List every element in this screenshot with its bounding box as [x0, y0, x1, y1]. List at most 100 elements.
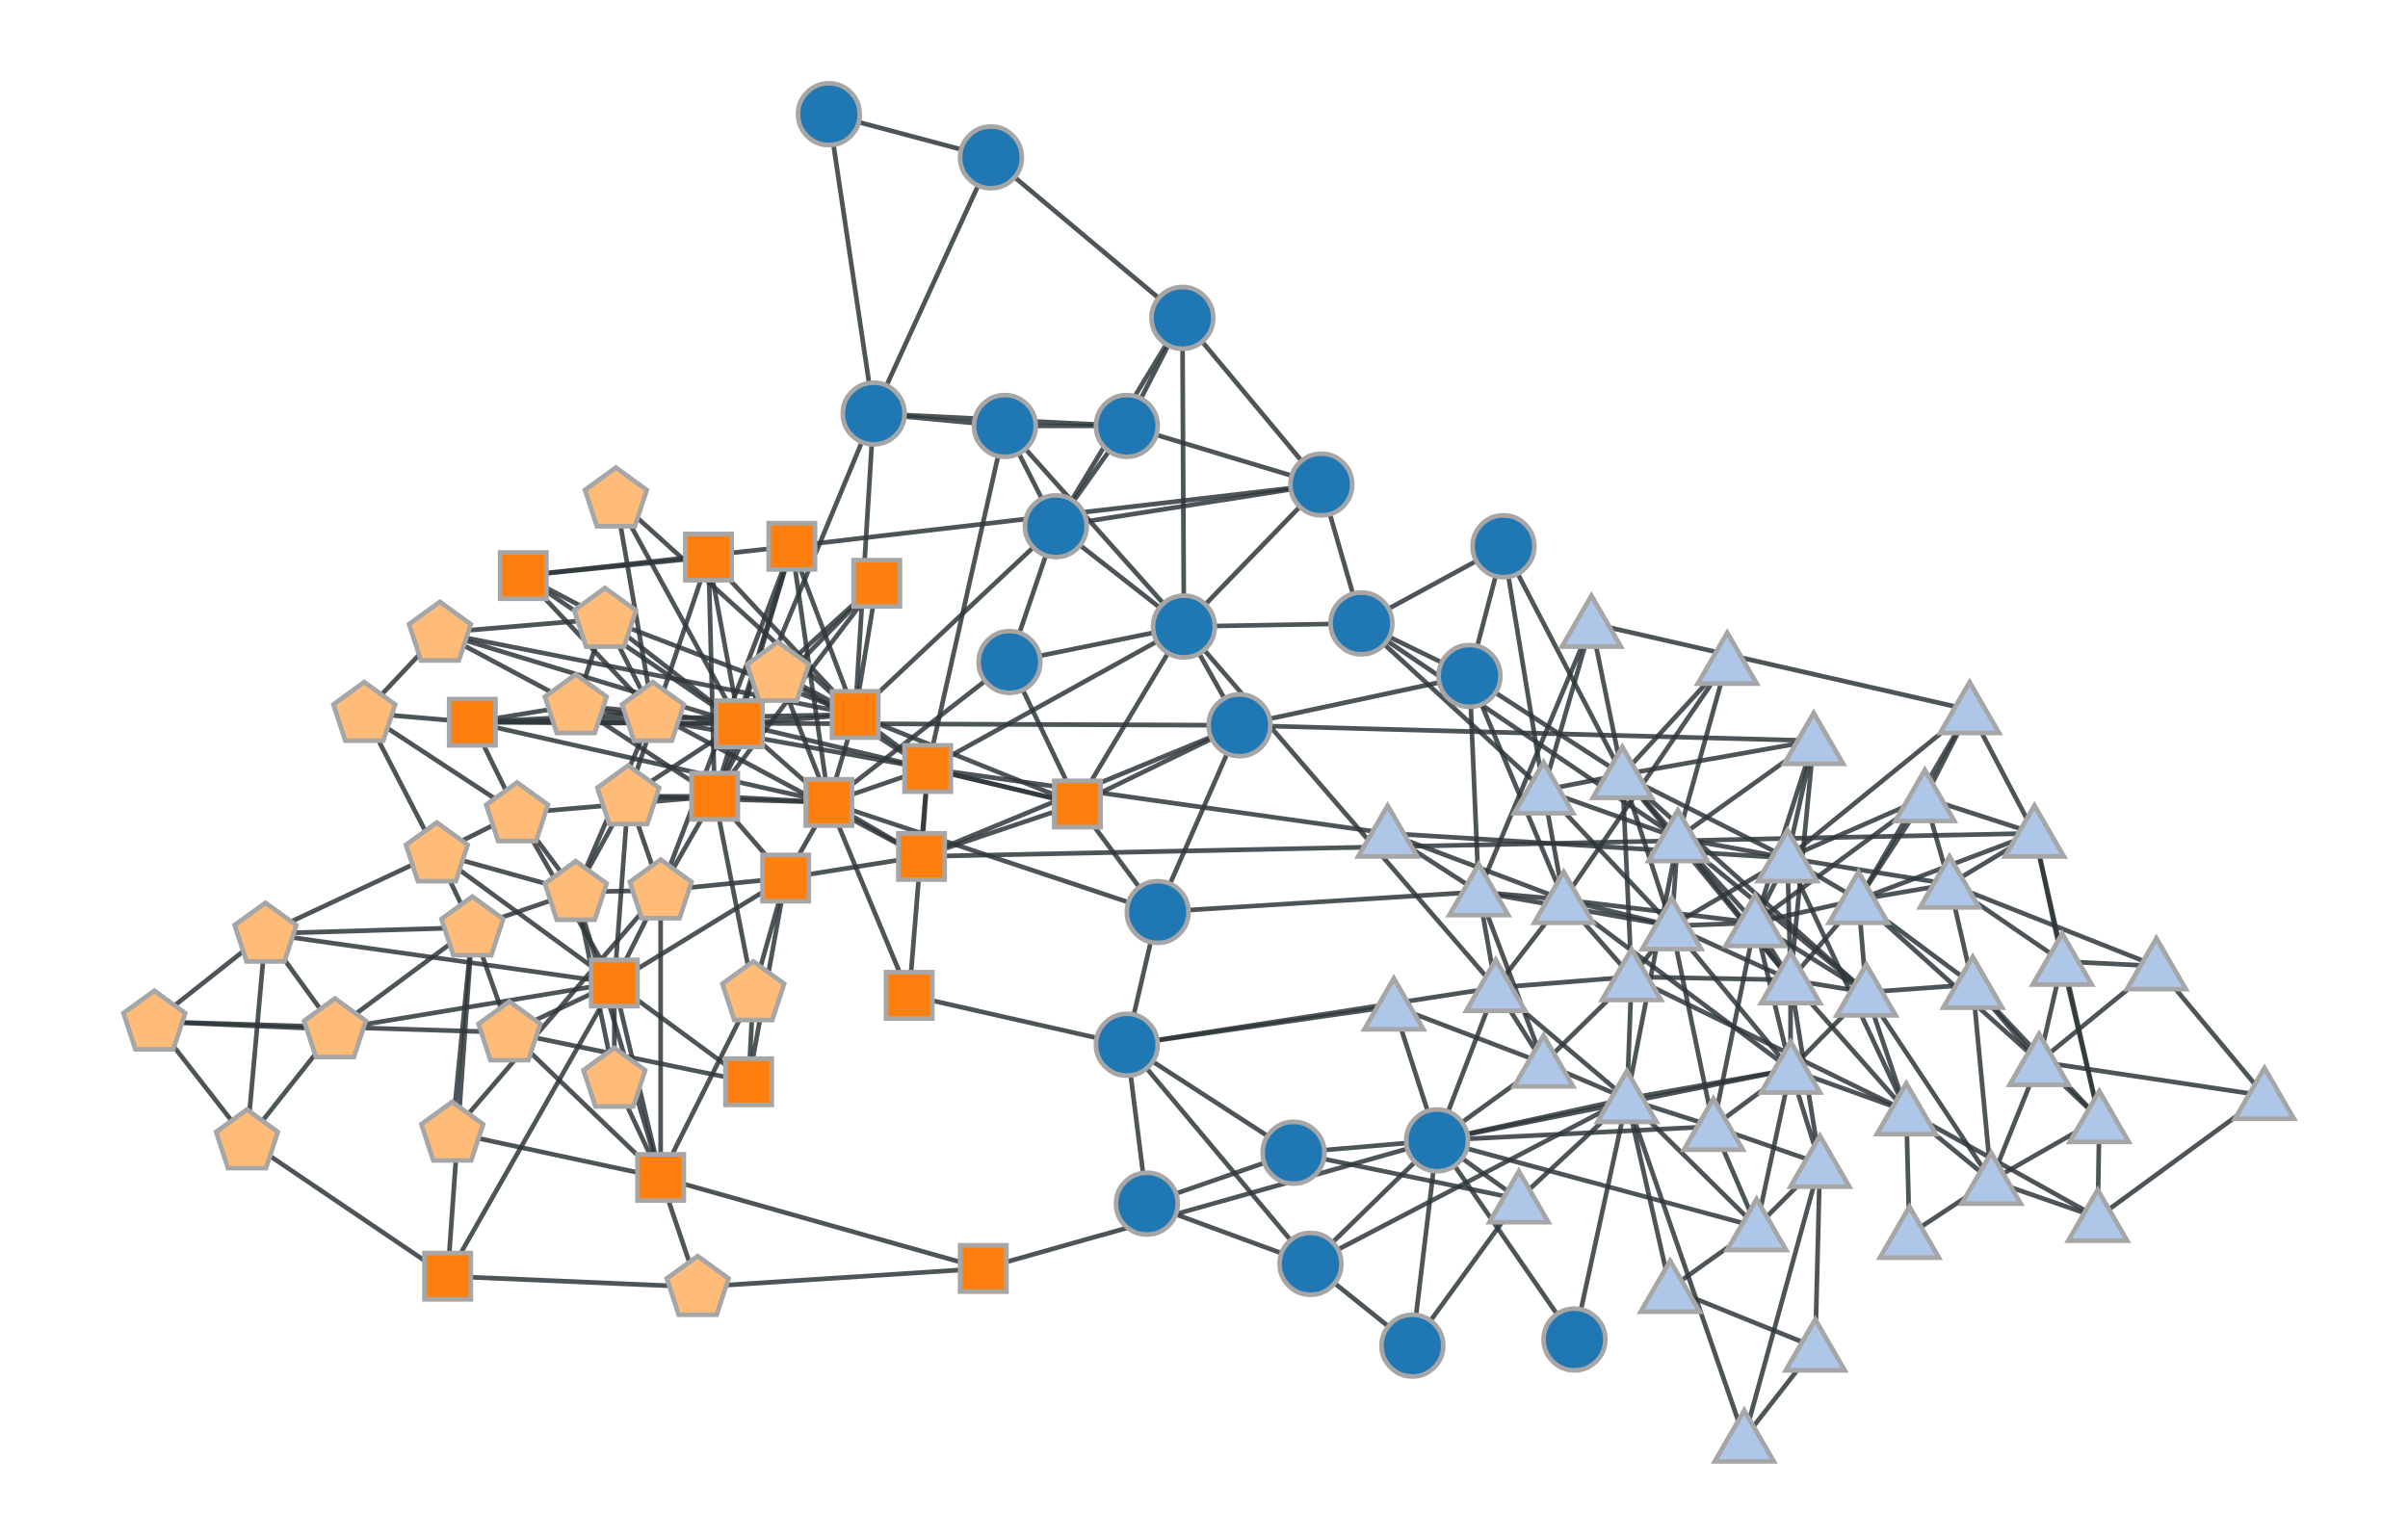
edge-t9-t30 [1785, 856, 1909, 1112]
edge-t7-t9 [1387, 830, 1788, 861]
edge-p9-p12 [264, 850, 438, 936]
circle-node-c8 [1470, 512, 1537, 580]
edge-c17-c20 [1409, 1139, 1440, 1346]
edge-s10-c9 [1075, 625, 1187, 806]
pentagon-node-p11 [627, 856, 694, 921]
edge-c13-c12 [1239, 673, 1471, 728]
triangle-node-t35 [1957, 1148, 2026, 1207]
triangle-node-t17 [2028, 928, 2096, 987]
triangle-node-t10 [2001, 800, 2068, 859]
circle-node-c17 [1403, 1107, 1471, 1174]
triangle-node-t22 [1832, 959, 1900, 1018]
triangle-node-t28 [1593, 1066, 1661, 1125]
square-node-s1 [683, 532, 735, 583]
triangle-node-t39 [1636, 1256, 1704, 1315]
edge-p1-s5 [439, 630, 741, 726]
edge-t15-t29 [1669, 925, 1716, 1128]
edge-p17-s16 [658, 991, 756, 1179]
edge-s6-s10 [853, 712, 1079, 807]
triangle-node-t38 [2064, 1185, 2132, 1243]
edge-t0-t2 [1590, 621, 1971, 713]
circle-node-c18 [1113, 1170, 1181, 1237]
edge-t30-t38 [1904, 1108, 2100, 1220]
edge-c17-c21 [1435, 1138, 1577, 1342]
edge-c11-s9 [827, 660, 1011, 805]
circle-node-c1 [957, 123, 1025, 191]
triangle-node-t36 [1722, 1194, 1791, 1253]
edge-t22-t35 [1864, 991, 1994, 1183]
square-node-s3 [851, 558, 903, 610]
triangle-node-t37 [1875, 1202, 1944, 1261]
triangle-node-t11 [1445, 859, 1513, 918]
edge-s18-c17 [982, 1137, 1438, 1271]
pentagon-node-p19 [213, 1107, 281, 1171]
edge-t8-t22 [1676, 836, 1869, 995]
triangle-node-t6 [1891, 765, 1959, 823]
triangle-node-t4 [1509, 757, 1578, 816]
edge-s11-s10 [920, 801, 1079, 859]
edge-c13-t3 [1239, 722, 1815, 743]
triangle-node-t33 [1485, 1166, 1553, 1225]
edge-c15-c19 [1125, 1043, 1313, 1265]
triangle-node-t7 [1353, 800, 1422, 859]
edge-t5-t20 [1619, 774, 1635, 977]
edge-t23-t35 [1970, 984, 1994, 1182]
edge-s17-s13 [445, 981, 616, 1278]
edge-t28-t39 [1624, 1098, 1673, 1290]
edge-t32-t27 [2038, 1059, 2265, 1099]
pentagon-node-p13 [438, 894, 507, 958]
edge-s7-t7 [927, 766, 1389, 836]
edge-p0-s6 [614, 496, 857, 716]
edge-t20-t21 [1631, 974, 1792, 982]
triangle-node-t27 [2005, 1029, 2073, 1087]
edge-c21-t28 [1572, 1098, 1630, 1341]
edge-c13-c14 [1155, 724, 1243, 913]
pentagon-node-p4 [541, 671, 610, 736]
edge-p12-s13 [265, 931, 615, 986]
edge-c4-s7 [925, 425, 1008, 769]
edge-c17-t36 [1436, 1137, 1758, 1230]
triangle-node-t41 [1711, 1405, 1778, 1464]
edge-c14-t11 [1157, 889, 1479, 915]
edge-s17-p21 [447, 1273, 698, 1290]
circle-node-c10 [1328, 589, 1395, 657]
edge-p17-s8 [712, 795, 756, 993]
square-node-s6 [829, 689, 881, 741]
pentagon-node-p15 [301, 995, 369, 1060]
edge-p15-s13 [334, 980, 615, 1032]
edge-s1-s6 [706, 555, 857, 716]
edge-p3-p7 [362, 711, 519, 816]
triangle-node-t18 [2123, 933, 2190, 992]
triangle-node-t5 [1588, 742, 1657, 800]
pentagon-node-p20 [418, 1099, 486, 1163]
square-node-s15 [722, 1055, 774, 1107]
triangle-node-t15 [1637, 893, 1706, 951]
circle-node-c4 [971, 392, 1038, 459]
edge-t28-t41 [1624, 1098, 1747, 1440]
edge-t0-t4 [1541, 622, 1594, 792]
triangle-node-t25 [1509, 1030, 1578, 1089]
edge-c5-c6 [1126, 423, 1322, 487]
pentagon-node-p12 [231, 899, 300, 964]
edge-t14-t18 [1949, 881, 2158, 969]
edge-p9-s13 [435, 851, 616, 985]
triangle-node-t3 [1780, 708, 1847, 767]
edge-t0-t11 [1477, 622, 1594, 894]
edge-c12-t11 [1467, 675, 1481, 893]
square-node-s7 [902, 742, 954, 795]
circle-node-c11 [976, 628, 1043, 695]
edge-p0-p5 [614, 498, 656, 714]
edge-t11-t25 [1477, 891, 1546, 1064]
edge-c9-s7 [926, 624, 1186, 771]
edge-p12-p13 [265, 925, 473, 936]
pentagon-node-p10 [541, 858, 610, 923]
triangle-node-t40 [1781, 1315, 1849, 1373]
square-node-s4 [446, 696, 498, 748]
circle-node-c7 [1022, 492, 1089, 560]
circle-node-c5 [1093, 392, 1161, 459]
square-node-s8 [689, 770, 741, 822]
edge-c16-t33 [1293, 1150, 1520, 1202]
circle-node-c21 [1541, 1306, 1609, 1373]
edge-c0-c3 [826, 114, 877, 414]
edge-s1-p8 [625, 556, 711, 797]
